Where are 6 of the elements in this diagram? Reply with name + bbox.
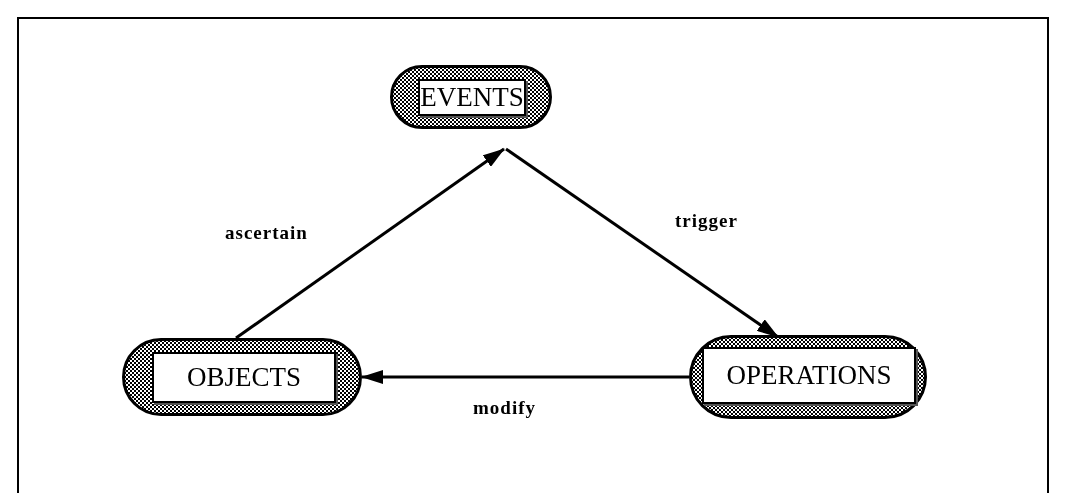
node-label: EVENTS: [420, 82, 524, 113]
rounded-node: [390, 65, 552, 129]
node-label: OPERATIONS: [726, 360, 892, 391]
node-label: OBJECTS: [187, 362, 301, 393]
arrow: [235, 147, 505, 340]
arrow: [361, 370, 689, 384]
